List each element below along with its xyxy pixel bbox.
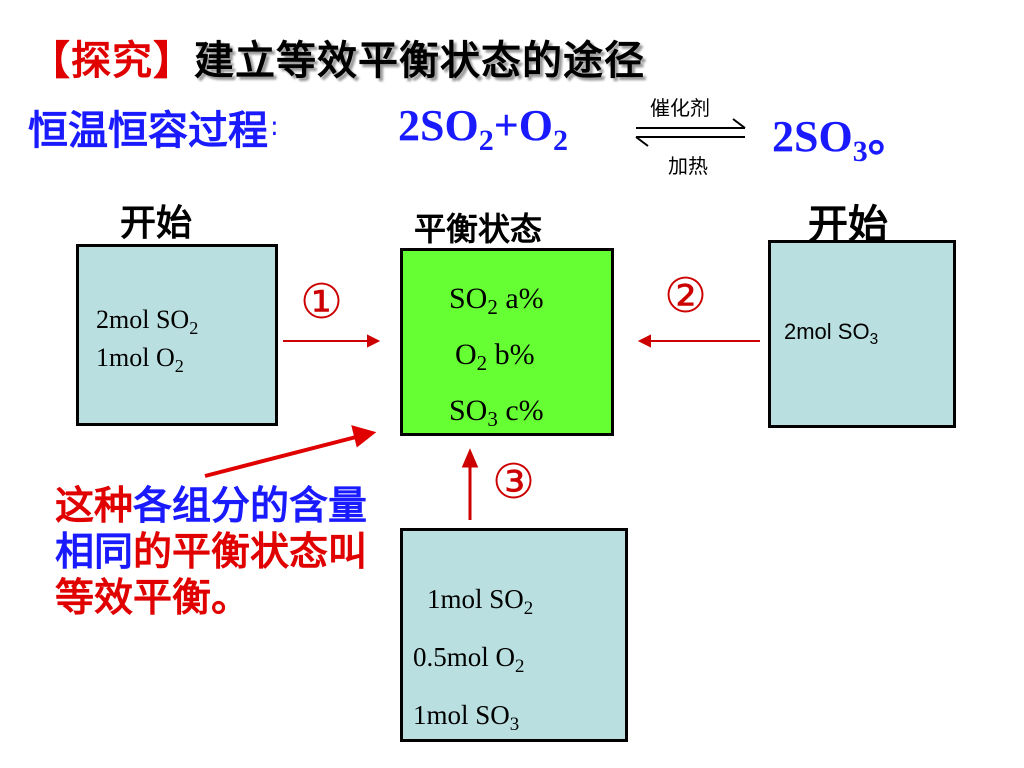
arrow-1-icon (283, 334, 381, 348)
lhs-o2: +O (493, 101, 553, 150)
eq-row-so2: SO2 a% (449, 282, 544, 319)
condition-heat: 加热 (668, 154, 708, 178)
note-pointer-icon (204, 425, 377, 478)
eq-row-o2: O2 b% (455, 338, 535, 375)
reversible-arrow-icon (635, 118, 746, 147)
bottom-start-box: 1mol SO2 0.5mol O2 1mol SO3 (400, 528, 628, 742)
rhs-period: 。 (867, 111, 912, 162)
arrow-3-icon (461, 448, 479, 520)
slide-title: 【探究】建立等效平衡状态的途径 (30, 28, 645, 86)
bottom-start-contents: 1mol SO2 0.5mol O2 1mol SO3 (413, 575, 533, 749)
equilibrium-box: SO2 a% O2 b% SO3 c% (400, 248, 614, 436)
bottom-start-line-2: 0.5mol O2 (413, 642, 525, 677)
title-main: 建立等效平衡状态的途径 (194, 38, 645, 84)
path-3-label: ③ (492, 454, 536, 510)
title-bracket: 【探究】 (30, 38, 194, 84)
note-seg-1: 这种 (55, 484, 134, 529)
note-seg-2: 各组分的含量相同 (55, 484, 368, 575)
equivalent-equilibrium-note: 这种各组分的含量相同的平衡状态叫等效平衡。 (55, 484, 395, 622)
right-start-line-1: 2mol SO3 (784, 319, 879, 348)
equilibrium-contents: SO2 a% O2 b% SO3 c% (449, 275, 544, 443)
path-2-label: ② (664, 268, 708, 324)
equilibrium-label: 平衡状态 (414, 210, 543, 248)
lhs-so2: 2SO (398, 101, 479, 150)
right-start-box: 2mol SO3 (768, 240, 956, 428)
left-start-label: 开始 (120, 203, 193, 244)
eq-row-so3: SO3 c% (449, 394, 544, 431)
note-seg-3: 的平衡状态叫等效平衡。 (55, 530, 368, 621)
left-start-box: 2mol SO2 1mol O2 (76, 244, 278, 426)
condition-catalyst: 催化剂 (650, 96, 710, 120)
arrow-2-icon (637, 334, 760, 348)
path-1-label: ① (300, 274, 344, 330)
rhs-so3-sub: 3 (852, 135, 868, 168)
left-start-line-2: 1mol O2 (96, 343, 184, 376)
bottom-start-line-1: 1mol SO2 (427, 584, 534, 619)
process-line: 恒温恒容过程: (28, 98, 281, 156)
lhs-so2-sub: 2 (478, 124, 494, 157)
bottom-start-line-3: 1mol SO3 (413, 700, 520, 735)
process-colon: : (270, 112, 279, 142)
left-start-contents: 2mol SO2 1mol O2 (96, 305, 198, 381)
equation-rhs: 2SO3。 (772, 100, 912, 169)
process-label: 恒温恒容过程 (28, 108, 268, 154)
lhs-o2-sub: 2 (553, 124, 568, 157)
left-start-line-1: 2mol SO2 (96, 305, 199, 338)
rhs-so3: 2SO (772, 112, 853, 161)
equation-lhs: 2SO2+O2 (398, 100, 568, 158)
